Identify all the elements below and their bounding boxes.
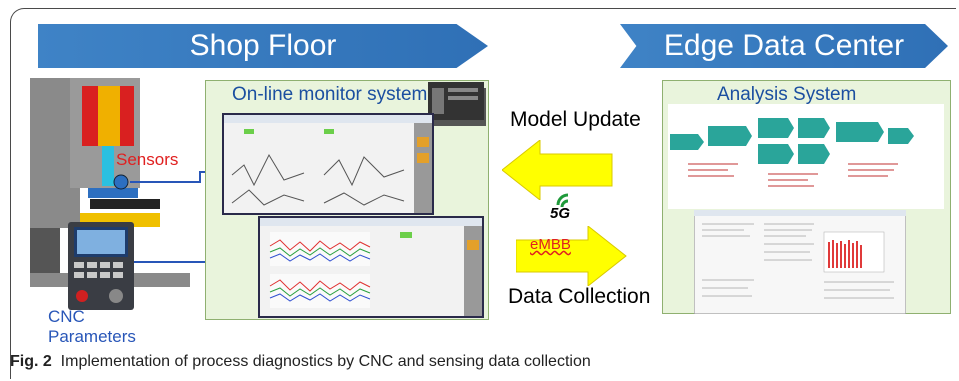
monitor-screen-bottom <box>258 216 484 318</box>
analysis-flow-diagram <box>668 104 944 209</box>
analysis-system-title: Analysis System <box>717 84 857 105</box>
cnc-controller <box>68 222 134 310</box>
monitor-charts-bottom <box>260 218 482 316</box>
figure-frame <box>10 8 956 379</box>
5g-label: 5G <box>550 205 571 222</box>
cnc-label: CNC <box>48 307 85 326</box>
model-update-label: Model Update <box>510 108 641 131</box>
monitor-charts-top <box>224 115 432 213</box>
caption-text: Implementation of process diagnostics by… <box>60 353 591 370</box>
data-collection-label: Data Collection <box>508 285 651 308</box>
data-collection-arrow <box>516 226 627 286</box>
figure-caption: Fig. 2 Implementation of process diagnos… <box>10 353 591 371</box>
shop-floor-banner: Shop Floor <box>38 24 488 68</box>
figure-number: Fig. 2 <box>10 353 52 370</box>
embb-label: eMBB <box>530 236 571 253</box>
monitor-screen-top <box>222 113 434 215</box>
5g-signal-icon <box>556 193 569 208</box>
edge-data-center-banner: Edge Data Center <box>620 24 948 68</box>
sensor-icon <box>113 174 129 190</box>
parameters-label: Parameters <box>48 327 136 346</box>
model-update-arrow <box>502 140 613 200</box>
analysis-report-screen <box>694 210 906 314</box>
industrial-pc-icon <box>428 82 486 126</box>
online-monitor-title: On-line monitor system <box>232 84 428 105</box>
sensors-label: Sensors <box>116 150 179 169</box>
